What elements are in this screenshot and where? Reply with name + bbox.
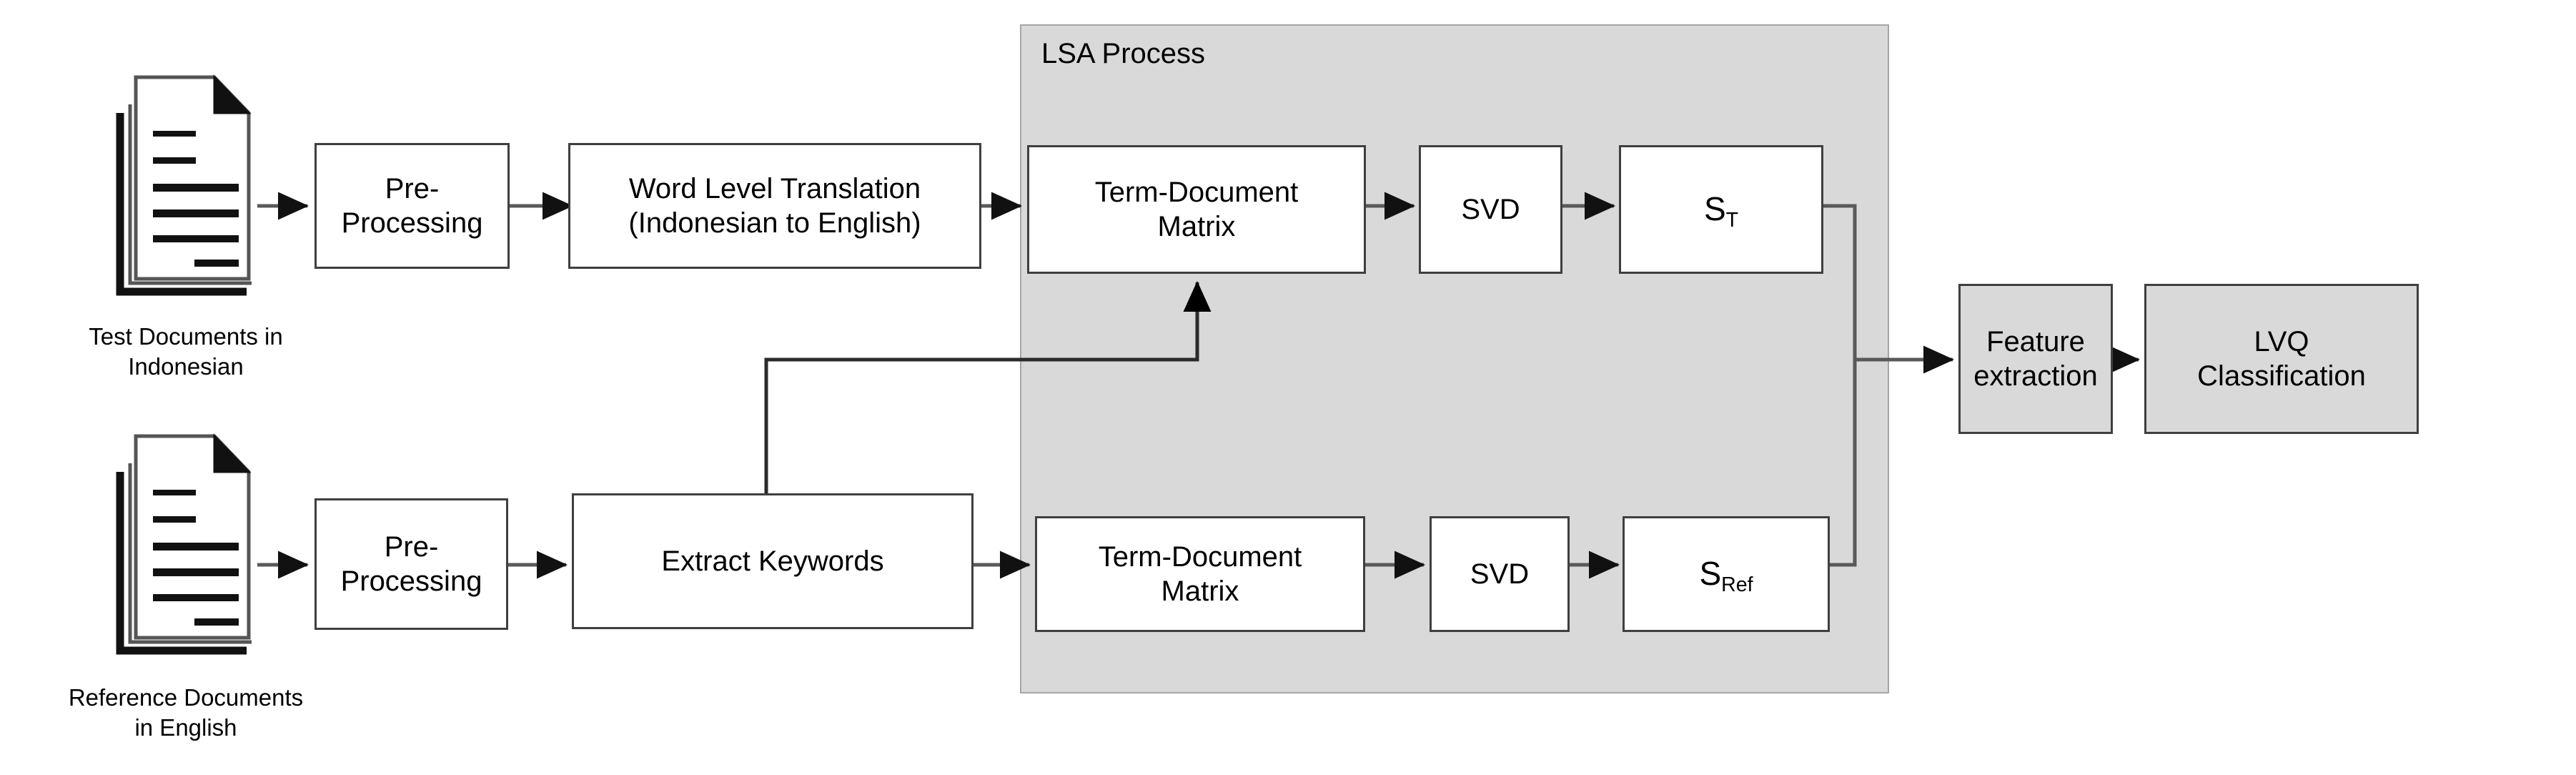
node-term-document-matrix-bottom[interactable]: Term-Document Matrix [1035,516,1365,632]
node-extract-keywords-label: Extract Keywords [661,546,884,577]
node-term-document-matrix-top[interactable]: Term-Document Matrix [1027,145,1366,274]
node-extract-keywords[interactable]: Extract Keywords [572,493,974,629]
arrow-extractkeywords-to-tdmtop [764,280,1212,520]
node-feature-extraction-label: Feature extraction [1973,326,2098,392]
node-s-t[interactable]: ST [1619,145,1823,274]
node-feature-extraction[interactable]: Feature extraction [1958,284,2113,434]
node-s-ref-subscript: Ref [1721,573,1753,596]
node-preprocessing-bottom[interactable]: Pre- Processing [314,498,508,630]
node-preprocessing-top[interactable]: Pre- Processing [314,143,510,269]
node-preprocessing-bottom-label: Pre- Processing [340,531,482,597]
node-term-document-matrix-bottom-label: Term-Document Matrix [1098,541,1302,607]
node-s-t-subscript: T [1725,208,1739,232]
documents-stack-icon [116,74,252,296]
node-svd-top[interactable]: SVD [1419,145,1562,274]
node-s-ref[interactable]: SRef [1623,516,1830,632]
node-s-ref-base: S [1699,555,1722,593]
node-term-document-matrix-top-label: Term-Document Matrix [1094,177,1299,242]
node-word-level-translation-label: Word Level Translation (Indonesian to En… [628,173,921,239]
node-s-t-base: S [1703,190,1726,228]
connector-st-to-merge [1823,204,1857,360]
node-s-t-label: ST [1703,189,1739,232]
node-lvq-classification-label: LVQ Classification [2197,326,2366,392]
node-word-level-translation[interactable]: Word Level Translation (Indonesian to En… [568,143,981,269]
node-lvq-classification[interactable]: LVQ Classification [2144,284,2419,434]
node-preprocessing-top-label: Pre- Processing [341,173,483,239]
node-svd-bottom-label: SVD [1470,558,1530,590]
lsa-process-title: LSA Process [1041,38,1206,69]
node-svd-top-label: SVD [1461,194,1520,225]
connector-sref-to-merge [1830,360,1857,567]
caption-reference-documents: Reference Documents in English [68,684,304,741]
node-s-ref-label: SRef [1699,554,1753,596]
node-svd-bottom[interactable]: SVD [1430,516,1570,632]
caption-test-documents: Test Documents in Indonesian [89,323,283,380]
documents-stack-icon [116,433,252,655]
